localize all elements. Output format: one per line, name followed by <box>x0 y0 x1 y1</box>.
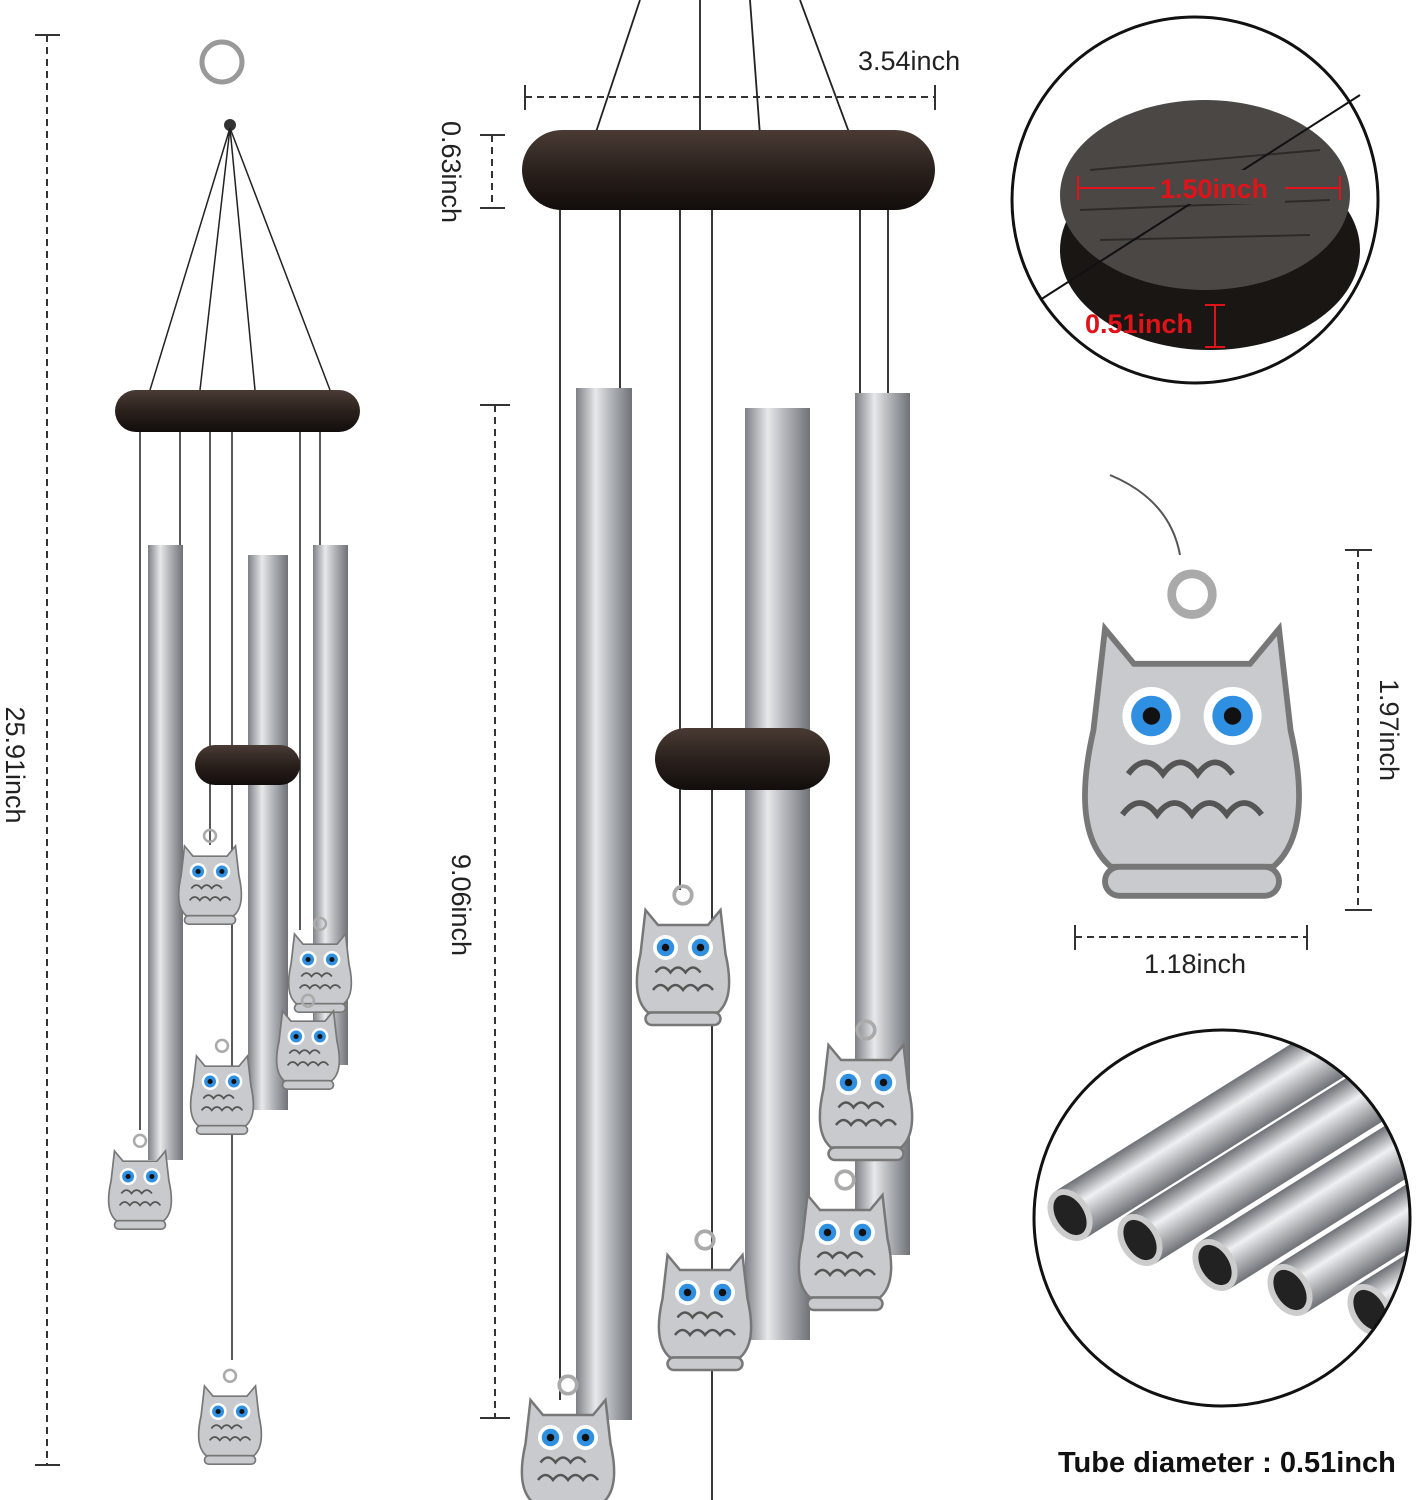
top-ring <box>115 390 360 432</box>
overall-length-label: 25.91inch <box>0 706 30 823</box>
full-chime-illustration: 25.91inch <box>0 34 360 1466</box>
chime-closeup-illustration: 3.54inch 0.63inch 9.06inch <box>436 0 960 1500</box>
owl-height-label: 1.97inch <box>1374 679 1404 781</box>
disc-thickness-label: 0.51inch <box>1085 309 1193 339</box>
owl-width-label: 1.18inch <box>1144 949 1246 979</box>
owl-pendant-detail: 1.97inch 1.18inch <box>1074 474 1404 979</box>
tube-length-label: 9.06inch <box>446 854 476 956</box>
tube-cross-section-detail: Tube diameter : 0.51inch <box>1032 1028 1412 1479</box>
hanging-ring <box>199 39 245 85</box>
wood-disc-detail: 1.50inch 0.51inch <box>1010 15 1380 385</box>
disc-diameter-label: 1.50inch <box>1160 174 1268 204</box>
ring-diameter-label: 3.54inch <box>858 46 960 76</box>
tube-diameter-caption: Tube diameter : 0.51inch <box>1058 1447 1396 1479</box>
ring-height-label: 0.63inch <box>436 121 466 223</box>
